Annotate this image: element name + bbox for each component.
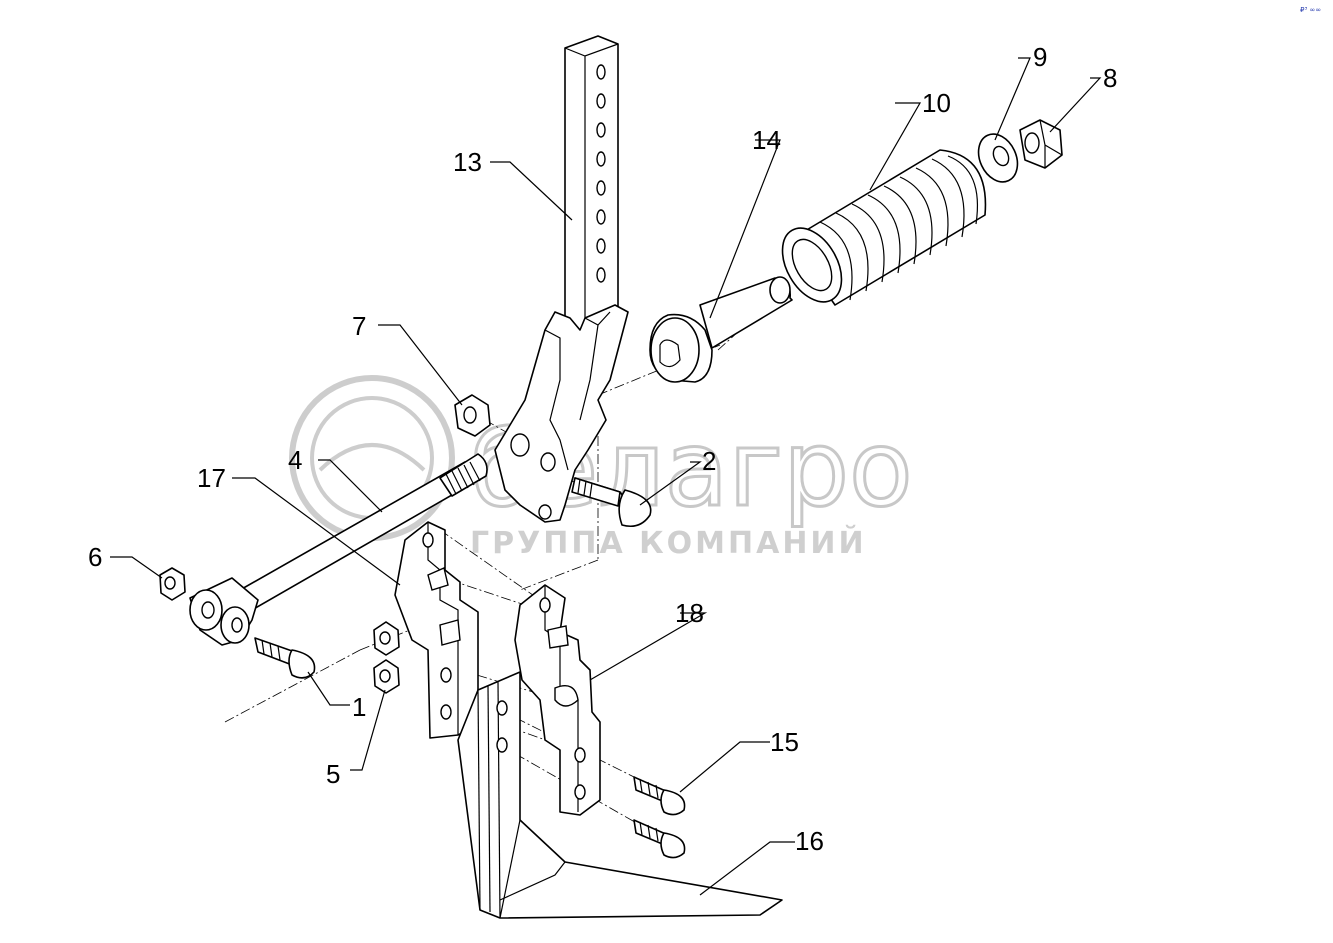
part-18-right-bracket (514, 584, 601, 816)
callout-13: 13 (453, 147, 482, 177)
part-2-bolt (571, 477, 652, 528)
callout-7: 7 (352, 311, 366, 341)
part-9-washer (977, 133, 1019, 183)
part-8-nut (1019, 119, 1063, 169)
part-14-spring-pin (649, 276, 793, 383)
corner-mark: ₽³ ∞∞ (1300, 6, 1321, 14)
callout-6: 6 (88, 542, 102, 572)
rod-clevis (189, 577, 259, 646)
callout-5: 5 (326, 759, 340, 789)
callout-18: 18 (675, 598, 704, 628)
callout-17: 17 (197, 463, 226, 493)
callout-labels: 13 14 10 9 8 7 4 17 2 6 1 5 18 15 16 (88, 42, 1117, 856)
part-16-shank-blade (457, 671, 783, 919)
callout-2: 2 (702, 446, 716, 476)
part-7-nut (454, 394, 491, 437)
upper-bracket (494, 304, 629, 523)
callout-4: 4 (288, 445, 302, 475)
callout-8: 8 (1103, 63, 1117, 93)
callout-16: 16 (795, 826, 824, 856)
callout-9: 9 (1033, 42, 1047, 72)
callout-14: 14 (752, 125, 781, 155)
part-17-left-bracket (394, 521, 479, 739)
part-10-coil-spring (781, 149, 987, 306)
callout-1: 1 (352, 692, 366, 722)
part-13-adjustment-bar (564, 35, 619, 337)
watermark-subtitle: ГРУППА КОМПАНИЙ (470, 525, 867, 561)
callout-10: 10 (922, 88, 951, 118)
part-6-nut (159, 567, 186, 601)
part-15-bolts (633, 776, 686, 859)
part-1-bolt (254, 637, 316, 679)
callout-15: 15 (770, 727, 799, 757)
part-5-nuts (373, 621, 400, 694)
leader-lines (110, 57, 1102, 896)
